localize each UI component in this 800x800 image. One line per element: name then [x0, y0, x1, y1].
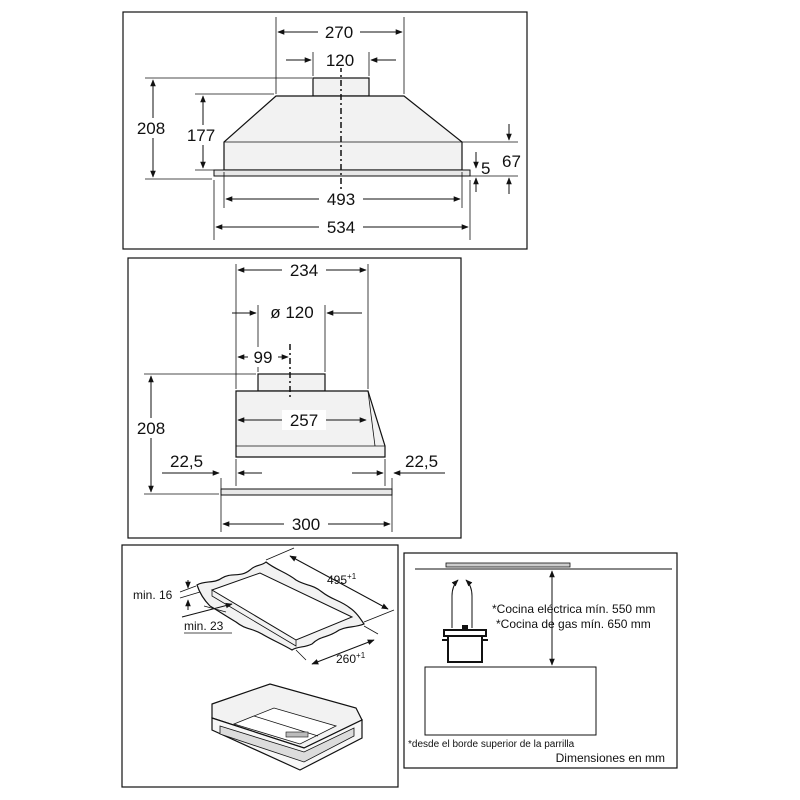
side-duct-label: 120 — [326, 51, 354, 70]
side-width-body-label: 493 — [327, 190, 355, 209]
front-duct-stub — [257, 373, 326, 392]
front-view-panel: 234 ø 120 99 208 257 22,5 22,5 300 — [127, 257, 462, 539]
cutout-length-label: 495+1 — [327, 572, 357, 587]
side-view-panel: 270 120 208 177 67 5 493 534 — [122, 11, 528, 250]
counter-block — [424, 666, 597, 736]
front-depth-total-label: 300 — [292, 515, 320, 534]
side-width-total-label: 534 — [327, 218, 355, 237]
clearance-panel: *Cocina eléctrica mín. 550 mm *Cocina de… — [403, 552, 678, 769]
side-view-hood — [213, 66, 471, 190]
clearance-hood — [445, 562, 571, 568]
front-height-total-label: 208 — [137, 419, 165, 438]
clearance-electric-note: *Cocina eléctrica mín. 550 mm — [492, 602, 655, 616]
front-hood-frame — [220, 488, 393, 496]
side-width-top-label: 270 — [325, 23, 353, 42]
cooking-pot-icon — [442, 625, 488, 663]
hood-underside-view — [211, 683, 363, 771]
front-view-frame — [127, 257, 462, 539]
cutout-frame — [121, 544, 399, 788]
front-duct-offset-label: 99 — [254, 348, 273, 367]
front-duct-label: ø 120 — [270, 303, 313, 322]
side-height-side-label: 67 — [502, 152, 521, 171]
airflow-arrow-left — [451, 579, 459, 628]
cutout-min-distance-label: min. 23 — [184, 619, 224, 633]
front-margin-left-label: 22,5 — [170, 452, 203, 471]
side-hood-frame — [213, 169, 471, 177]
side-height-total-label: 208 — [137, 119, 165, 138]
side-thickness-label: 5 — [481, 159, 490, 178]
front-width-top-label: 234 — [290, 261, 318, 280]
side-height-body-label: 177 — [187, 126, 215, 145]
clearance-frame — [403, 552, 678, 769]
units-note: Dimensiones en mm — [556, 751, 665, 765]
front-margin-right-label: 22,5 — [405, 452, 438, 471]
side-view-frame — [122, 11, 528, 250]
cutout-opening — [210, 572, 354, 641]
airflow-arrow-right — [465, 579, 473, 628]
cutout-width-label: 260+1 — [336, 651, 366, 666]
side-hood-body — [223, 95, 463, 171]
front-inner-width-label: 257 — [290, 411, 318, 430]
clearance-footnote: *desde el borde superior de la parrilla — [408, 739, 575, 750]
cutout-panel: 495+1 260+1 min. 16 min. 23 — [121, 544, 399, 788]
clearance-gas-note: *Cocina de gas mín. 650 mm — [496, 617, 651, 631]
cutout-min-thickness-label: min. 16 — [133, 588, 173, 602]
